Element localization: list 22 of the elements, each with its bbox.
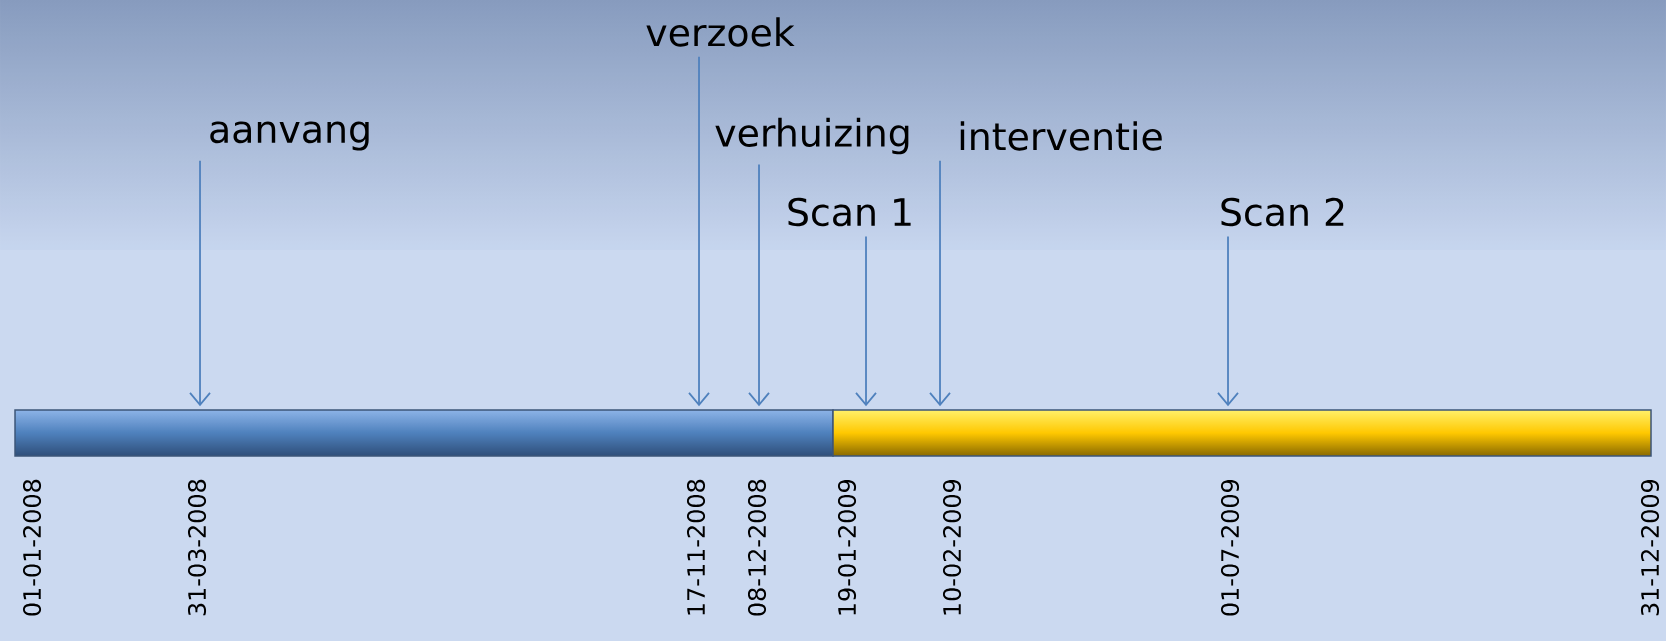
arrow bbox=[855, 235, 877, 407]
event-label: verzoek bbox=[646, 17, 795, 47]
event-label: aanvang bbox=[210, 121, 369, 151]
arrow bbox=[929, 159, 951, 407]
date-label: 01-01-2008 bbox=[22, 479, 42, 616]
date-label: 01-07-2009 bbox=[1220, 479, 1240, 616]
date-label: 10-02-2009 bbox=[942, 479, 962, 615]
date-label: 08-12-2008 bbox=[747, 479, 767, 616]
timeline-bar bbox=[832, 409, 1652, 457]
timeline-bar bbox=[14, 409, 834, 457]
date-label: 17-11-2008 bbox=[686, 479, 706, 615]
arrow bbox=[189, 159, 211, 407]
date-label: 19-01-2009 bbox=[837, 479, 857, 615]
event-label: verhuizing bbox=[715, 117, 909, 155]
event-label: Scan 2 bbox=[1221, 197, 1344, 227]
arrow bbox=[1217, 235, 1239, 407]
date-label: 31-12-2009 bbox=[1640, 479, 1660, 616]
arrow bbox=[688, 55, 710, 407]
event-label: interventie bbox=[960, 121, 1162, 151]
date-label: 31-03-2008 bbox=[187, 479, 207, 616]
event-label: Scan 1 bbox=[788, 197, 911, 227]
arrow bbox=[748, 163, 770, 407]
